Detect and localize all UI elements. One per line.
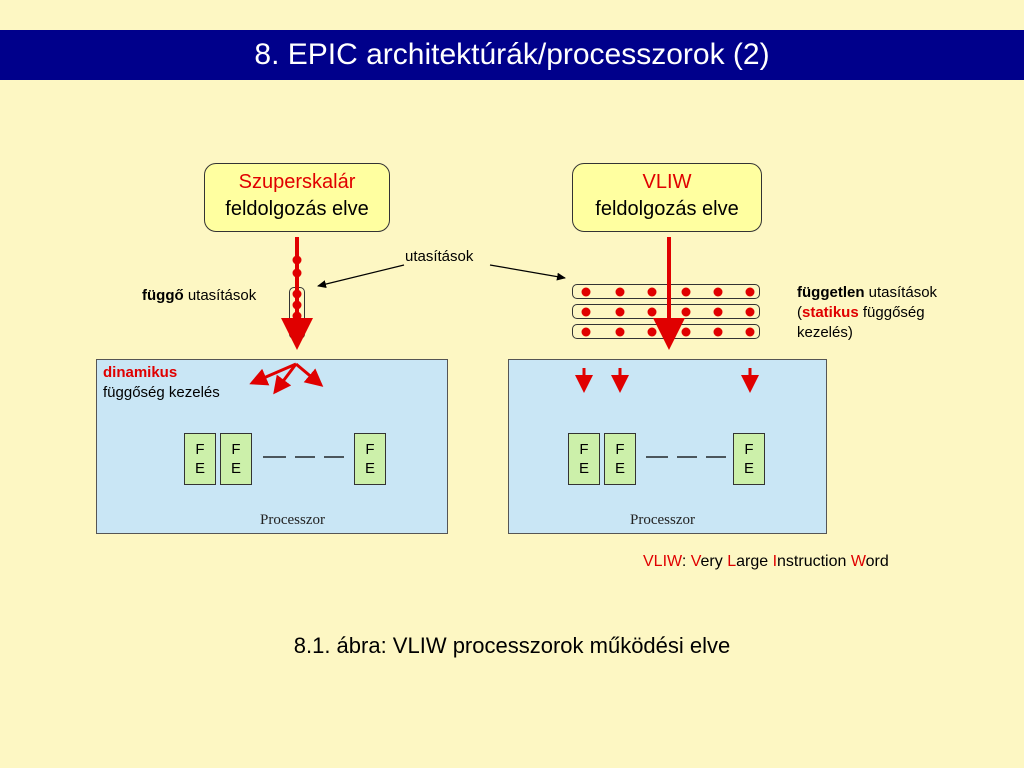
vliw-acronym-expansion: VLIW: Very Large Instruction Word bbox=[643, 553, 889, 570]
independent-instructions-label: független utasítások (statikus függőség … bbox=[797, 284, 938, 341]
superscalar-label: Szuperskalár bbox=[238, 171, 356, 193]
instructions-pointer-right bbox=[489, 264, 566, 281]
independent-instruction-dots bbox=[581, 287, 755, 337]
dependent-instruction-dots bbox=[292, 255, 302, 332]
slide-title-bar: 8. EPIC architektúrák/processzorok (2) bbox=[0, 30, 1024, 80]
left-processor-label: Processzor bbox=[260, 512, 325, 528]
dynamic-dispatch-arrows bbox=[249, 362, 324, 395]
figure-caption: 8.1. ábra: VLIW processzorok működési el… bbox=[293, 633, 731, 658]
right-processor-label: Processzor bbox=[630, 512, 695, 528]
instruction-word-row bbox=[572, 284, 760, 299]
dependent-instructions-label: függő utasítások bbox=[142, 287, 257, 304]
vliw-label: VLIW bbox=[642, 171, 692, 193]
left-processor-box bbox=[96, 359, 448, 534]
slide-title: 8. EPIC architektúrák/processzorok (2) bbox=[254, 38, 770, 71]
right-processor-box bbox=[508, 359, 827, 534]
instructions-pointer-left bbox=[317, 264, 405, 288]
superscalar-sublabel: feldolgozás elve bbox=[225, 198, 369, 220]
superscalar-box: Szuperskalár feldolgozás elve bbox=[204, 163, 390, 232]
vliw-box: VLIW feldolgozás elve bbox=[572, 163, 762, 232]
static-dispatch-arrows bbox=[575, 368, 759, 393]
dynamic-dependency-label: dinamikus függőség kezelés bbox=[103, 364, 220, 401]
instructions-label: utasítások bbox=[405, 248, 474, 265]
vliw-sublabel: feldolgozás elve bbox=[595, 198, 739, 220]
